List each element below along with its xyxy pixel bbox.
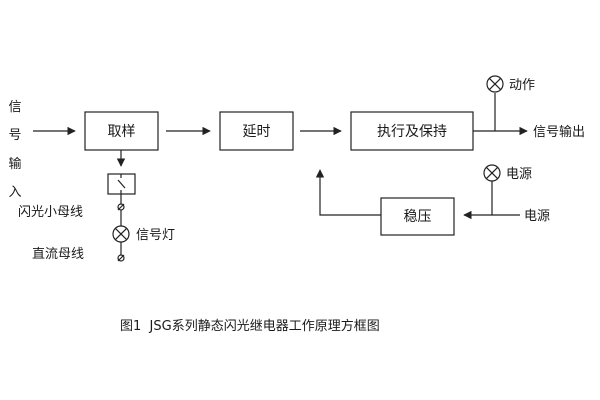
signal-lamp-label: 信号灯	[136, 228, 175, 243]
power-input-label: 电源	[524, 209, 550, 224]
flash-bus-terminal-icon	[117, 203, 125, 211]
sample-block-label: 取样	[108, 124, 136, 140]
exec-hold-block	[350, 111, 474, 151]
flash-bus-label: 闪光小母线	[18, 205, 83, 220]
input-char: 号	[8, 128, 21, 143]
input-char: 入	[8, 185, 21, 200]
regulator-block	[380, 197, 455, 236]
regulator-feedback-arrow	[315, 169, 381, 216]
exec-hold-block-label: 执行及保持	[377, 124, 447, 140]
dc-bus-label: 直流母线	[32, 247, 84, 262]
signal-output-label: 信号输出	[533, 124, 585, 140]
input-char: 输	[8, 156, 21, 172]
input-char: 信	[8, 100, 21, 115]
action-lamp-icon	[486, 75, 504, 93]
signal-lamp-icon	[112, 225, 130, 243]
switch-icon	[107, 173, 136, 195]
delay-block-label: 延时	[243, 124, 271, 140]
delay-block	[219, 111, 294, 151]
action-label: 动作	[509, 78, 535, 93]
regulator-block-label: 稳压	[404, 209, 432, 225]
power-lamp-label: 电源	[506, 167, 532, 182]
power-lamp-icon	[483, 164, 501, 182]
dc-bus-terminal-icon	[117, 254, 125, 262]
figure-caption: 图1 JSG系列静态闪光继电器工作原理方框图	[120, 318, 380, 334]
signal-input-label: 信 号 输 入	[8, 100, 21, 200]
